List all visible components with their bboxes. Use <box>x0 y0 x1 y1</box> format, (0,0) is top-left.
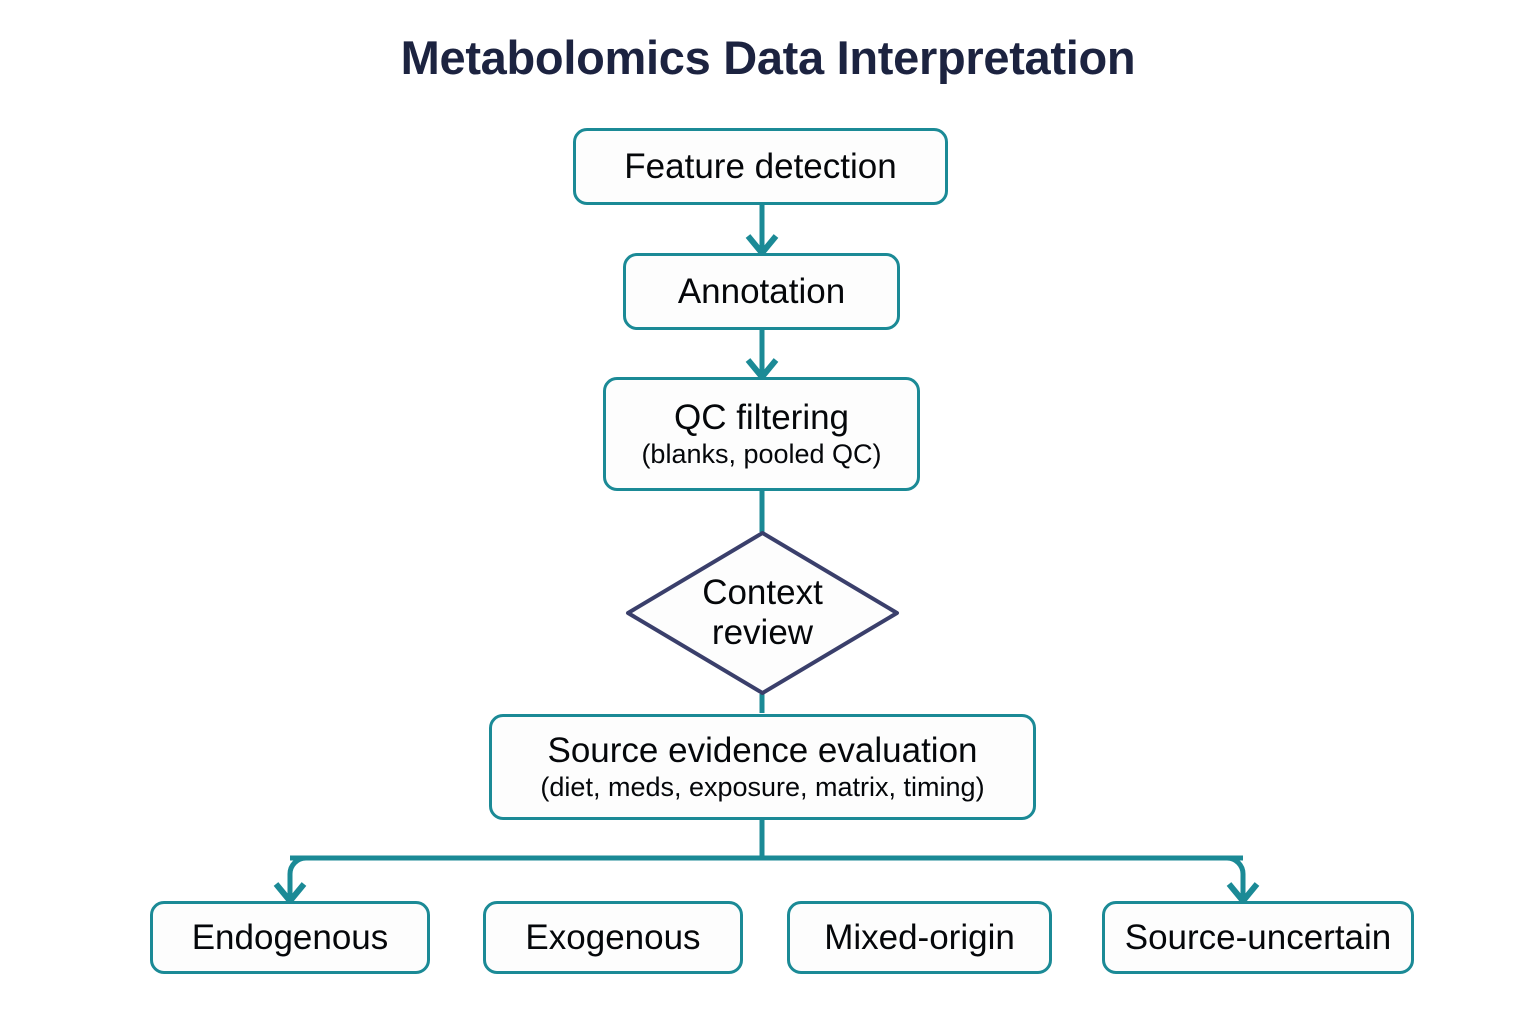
diamond-shape <box>626 531 899 695</box>
node-annotation-label: Annotation <box>677 271 846 311</box>
edge-bus-to-source-uncertain <box>1226 855 1246 900</box>
node-feature-detection[interactable]: Feature detection <box>573 128 948 205</box>
node-source-evidence[interactable]: Source evidence evaluation (diet, meds, … <box>489 714 1036 820</box>
node-qc-filtering[interactable]: QC filtering (blanks, pooled QC) <box>603 377 920 491</box>
node-endogenous-label: Endogenous <box>191 917 389 957</box>
node-endogenous[interactable]: Endogenous <box>150 901 430 974</box>
arrowhead-endogenous <box>273 882 307 904</box>
arrowhead-qc-filtering <box>745 358 779 380</box>
node-source-uncertain-label: Source-uncertain <box>1124 917 1392 957</box>
node-source-evidence-sublabel: (diet, meds, exposure, matrix, timing) <box>540 771 985 802</box>
node-context-review[interactable]: Context review <box>625 530 900 696</box>
edge-bus-to-endogenous <box>287 855 307 900</box>
node-exogenous[interactable]: Exogenous <box>483 901 743 974</box>
arrowhead-source-uncertain <box>1226 882 1260 904</box>
node-exogenous-label: Exogenous <box>525 917 701 957</box>
node-qc-filtering-sublabel: (blanks, pooled QC) <box>641 438 882 469</box>
node-source-evidence-label: Source evidence evaluation <box>547 730 978 770</box>
node-source-uncertain[interactable]: Source-uncertain <box>1102 901 1414 974</box>
node-mixed-origin[interactable]: Mixed-origin <box>787 901 1052 974</box>
node-mixed-origin-label: Mixed-origin <box>824 917 1015 957</box>
arrowhead-annotation <box>745 234 779 256</box>
page-title: Metabolomics Data Interpretation <box>400 31 1136 84</box>
node-annotation[interactable]: Annotation <box>623 253 900 330</box>
node-qc-filtering-label: QC filtering <box>673 397 850 437</box>
node-context-review-label: Context review <box>702 573 823 652</box>
node-feature-detection-label: Feature detection <box>624 146 897 186</box>
